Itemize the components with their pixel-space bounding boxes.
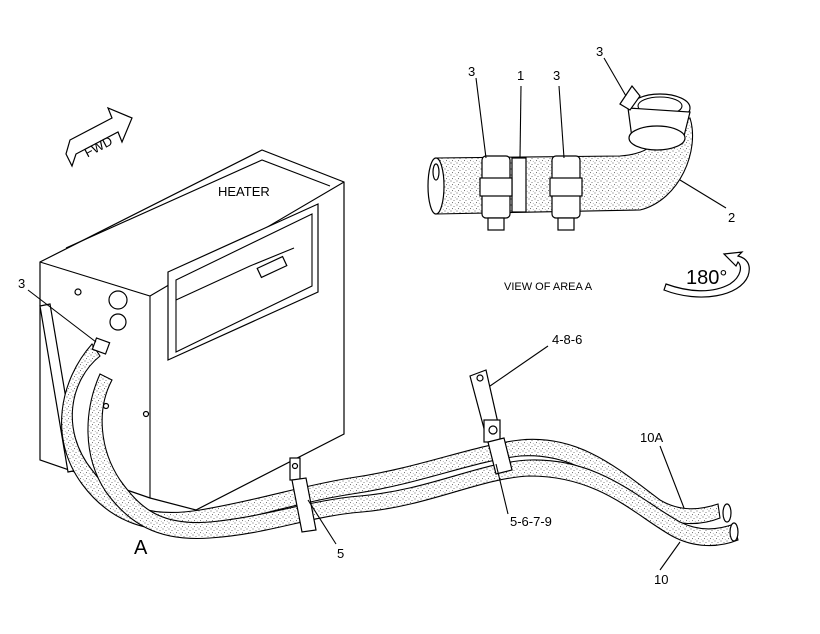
callout-view-elbow: 2	[728, 210, 735, 225]
detail-view: VIEW OF AREA A	[427, 84, 694, 293]
view-clamp-left	[479, 155, 513, 231]
callout-mid-clamp: 5-6-7-9	[510, 514, 552, 529]
hose-10	[87, 373, 739, 547]
bracket	[469, 369, 501, 443]
heater-box: HEATER	[39, 149, 345, 511]
callout-bracket: 4-8-6	[552, 332, 582, 347]
callout-view-coupler: 1	[517, 68, 524, 83]
leader-lines	[27, 57, 727, 571]
callout-heater-clamp: 3	[18, 276, 25, 291]
callouts: 3 3 1 3 3 2 4-8-6 5-6-7-9 5 10A 10 A	[18, 44, 735, 587]
lower-clamp	[289, 457, 317, 533]
callout-view-clamp-right: 3	[553, 68, 560, 83]
hose-assembly	[61, 343, 739, 547]
callout-lower-clamp: 5	[337, 546, 344, 561]
rotation-label: 180°	[686, 267, 727, 289]
heater-clamp	[91, 337, 111, 355]
view-clamp-right	[549, 155, 583, 231]
callout-hose-lower: 10	[654, 572, 668, 587]
heater-label: HEATER	[218, 184, 270, 199]
mid-clamp	[487, 437, 513, 475]
callout-view-clamp-elbow: 3	[596, 44, 603, 59]
callout-view-clamp-left: 3	[468, 64, 475, 79]
area-marker: A	[134, 537, 148, 559]
view-caption: VIEW OF AREA A	[504, 281, 593, 293]
fwd-arrow-icon: FWD	[65, 106, 133, 168]
rotation-arrow-icon: 180°	[663, 251, 750, 298]
callout-hose-upper: 10A	[640, 430, 663, 445]
